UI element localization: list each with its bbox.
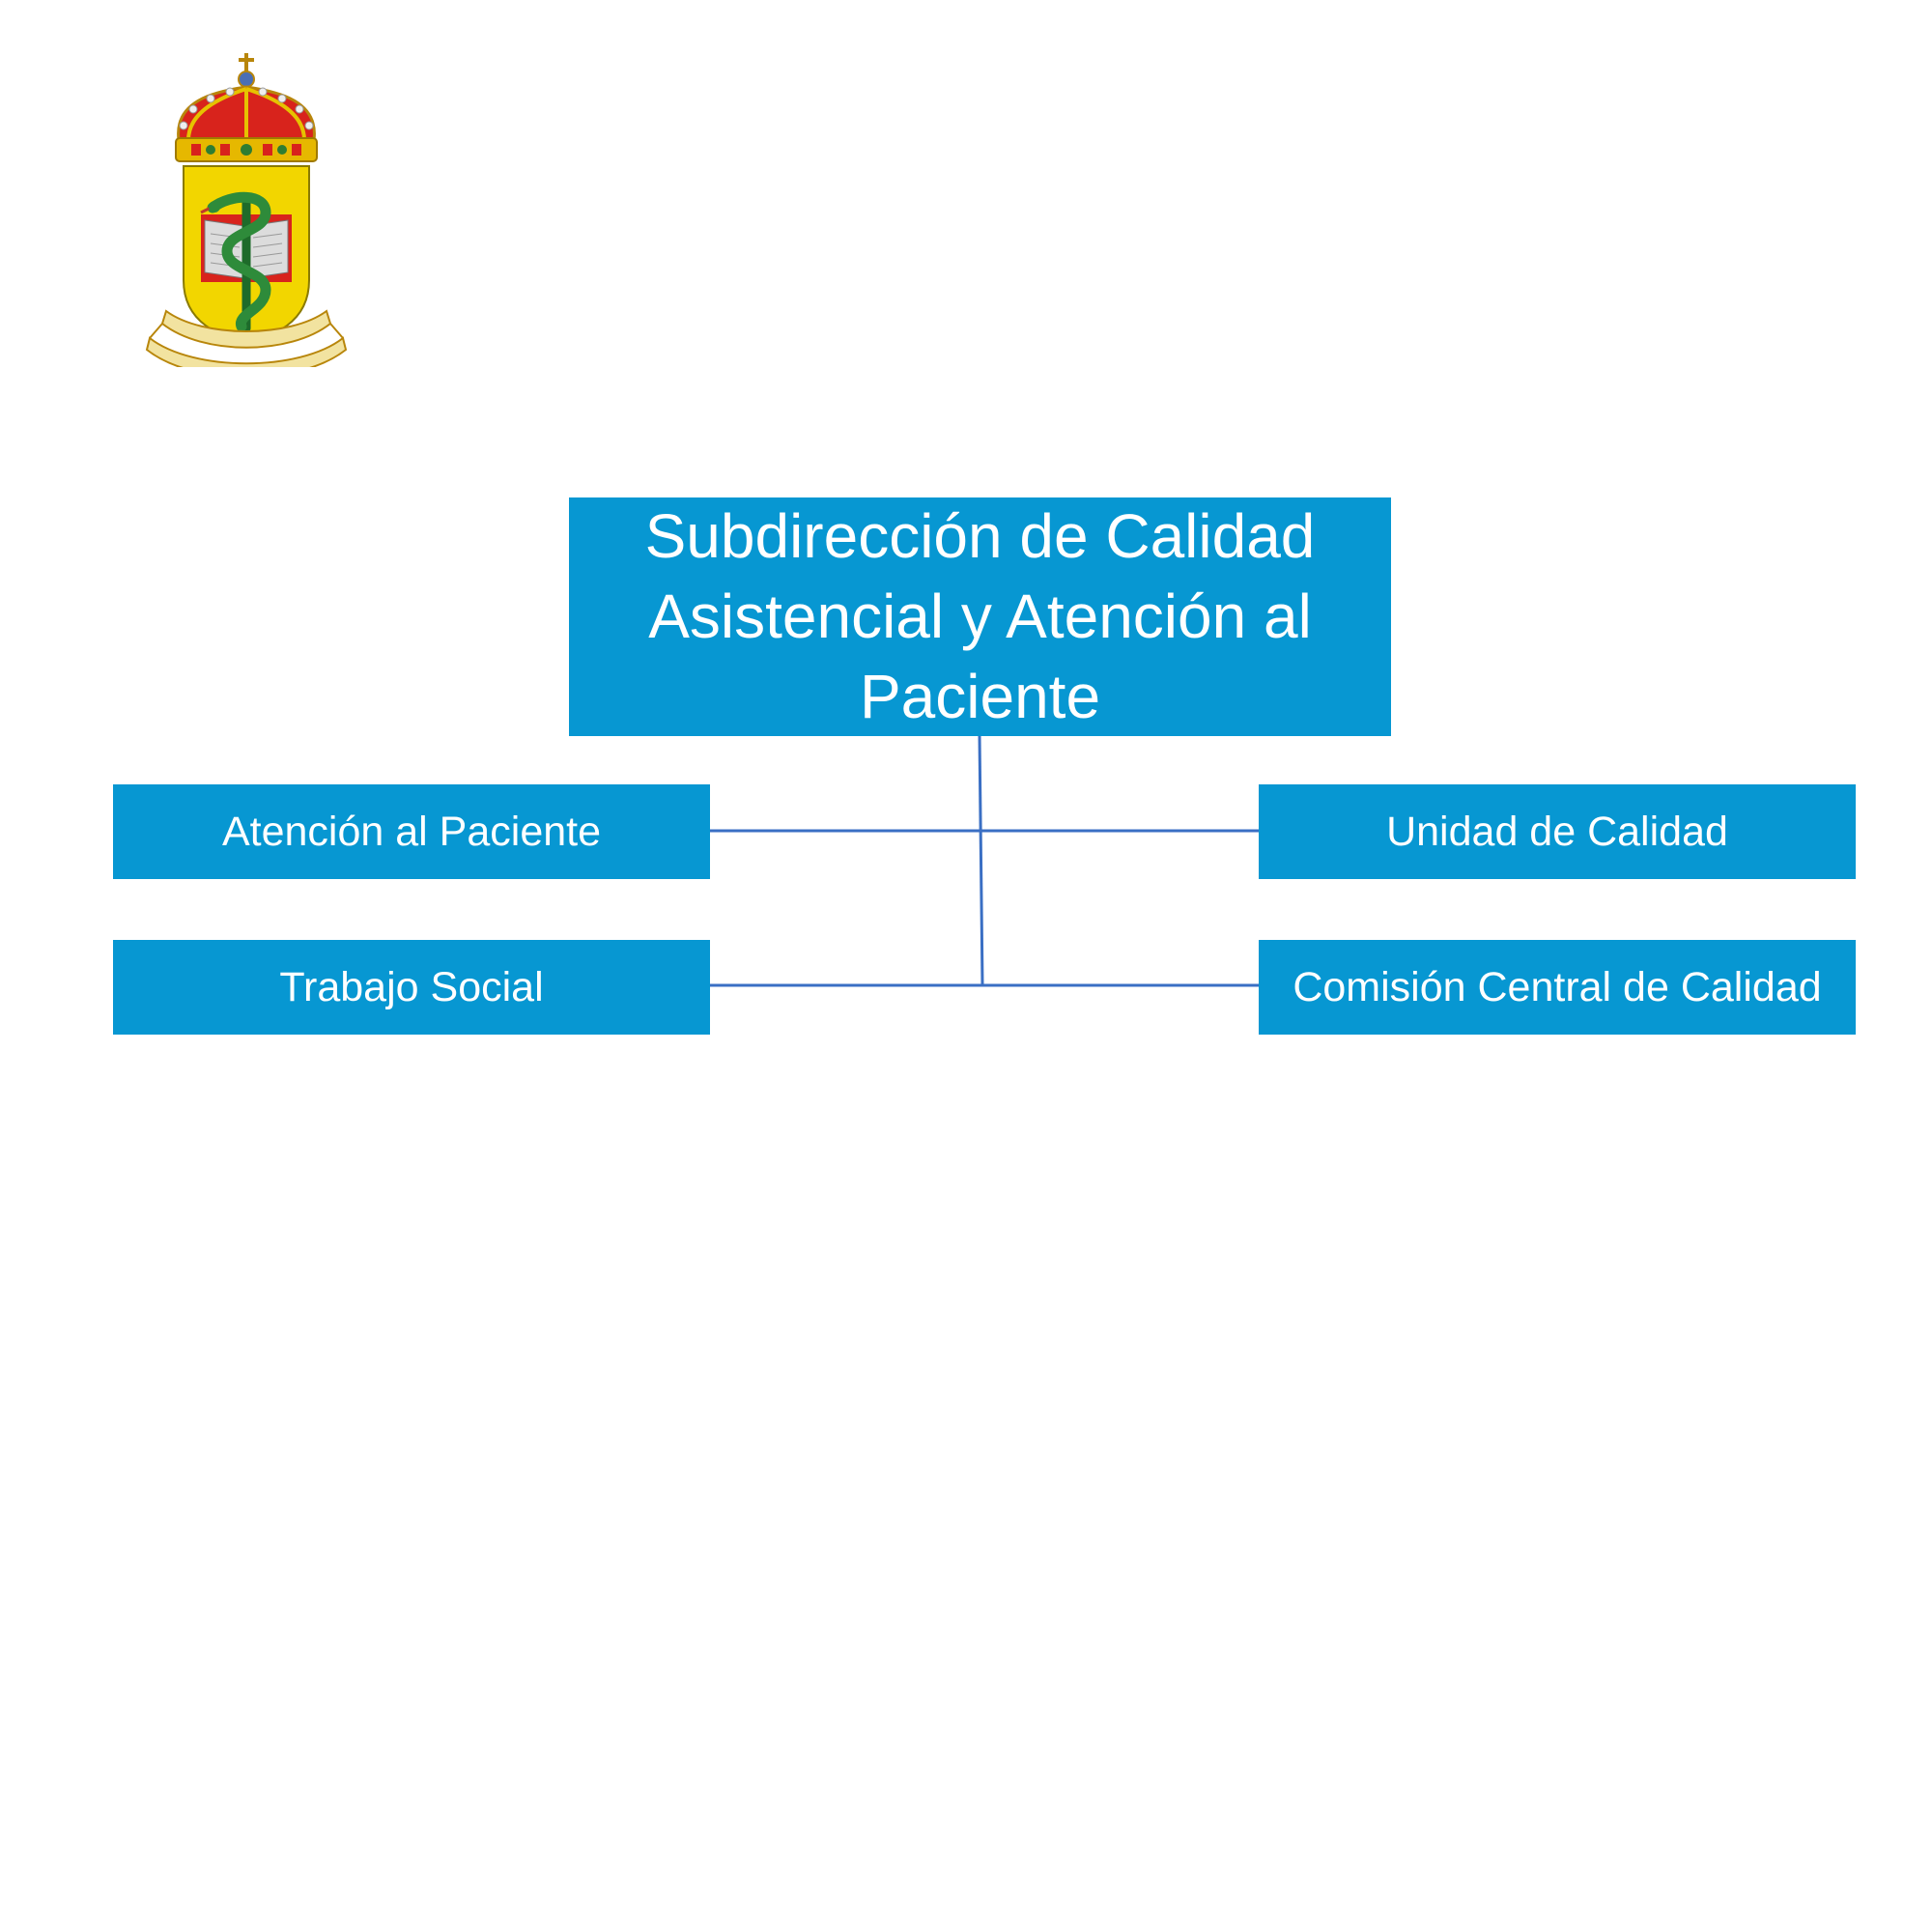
crown-icon xyxy=(175,53,318,162)
org-box-trabajo-social: Trabajo Social xyxy=(113,940,710,1035)
org-box-label: Trabajo Social xyxy=(279,963,544,1010)
org-box-comision-central-calidad: Comisión Central de Calidad xyxy=(1259,940,1856,1035)
ribbon-icon xyxy=(145,309,348,367)
org-root-box: Subdirección de Calidad Asistencial y At… xyxy=(569,497,1391,736)
org-box-atencion-paciente: Atención al Paciente xyxy=(113,784,710,879)
org-box-label: Unidad de Calidad xyxy=(1386,808,1728,855)
trunk-line xyxy=(978,735,984,986)
coat-of-arms-logo xyxy=(145,53,348,367)
org-box-label: Atención al Paciente xyxy=(221,808,602,855)
org-root-label: Subdirección de Calidad Asistencial y At… xyxy=(644,501,1316,731)
org-box-unidad-calidad: Unidad de Calidad xyxy=(1259,784,1856,879)
serpent-staff-icon xyxy=(200,191,271,333)
org-box-label: Comisión Central de Calidad xyxy=(1293,963,1822,1010)
